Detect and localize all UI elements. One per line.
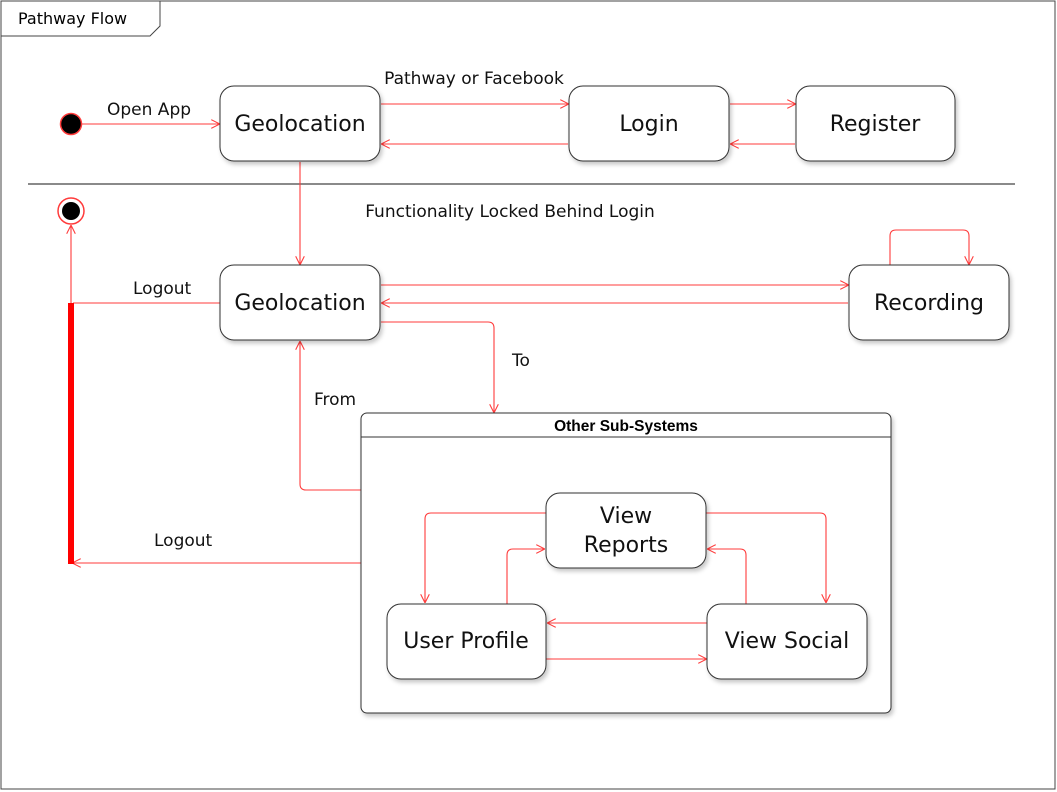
- edge-reports-to-profile: [425, 512, 546, 602]
- state-label-line1: View: [600, 504, 652, 529]
- state-label: Geolocation: [234, 112, 365, 137]
- locked-label: Functionality Locked Behind Login: [365, 202, 655, 222]
- edge-recording-self: [889, 229, 969, 265]
- state-geolocation-top[interactable]: Geolocation: [219, 85, 381, 162]
- state-label: Login: [619, 112, 678, 137]
- edge-to-subsystems: [381, 321, 494, 412]
- state-label-line2: Reports: [584, 533, 668, 558]
- logout-bottom-label: Logout: [154, 531, 213, 551]
- state-register[interactable]: Register: [795, 85, 956, 162]
- from-label: From: [314, 390, 356, 410]
- state-label: View Social: [725, 629, 849, 654]
- state-geolocation-main[interactable]: Geolocation: [219, 264, 381, 341]
- to-label: To: [511, 351, 530, 371]
- state-label: Geolocation: [234, 291, 365, 316]
- state-label: User Profile: [403, 629, 529, 654]
- logout-label: Logout: [133, 279, 192, 299]
- pathway-label: Pathway or Facebook: [384, 69, 564, 89]
- initial-state: [59, 112, 83, 136]
- subsystems-title: Other Sub-Systems: [554, 418, 698, 435]
- edge-social-to-reports: [708, 549, 747, 604]
- state-login[interactable]: Login: [568, 85, 730, 162]
- state-label: Recording: [874, 291, 984, 316]
- open-app-label: Open App: [107, 100, 191, 120]
- state-view-reports[interactable]: View Reports: [545, 492, 707, 569]
- frame-title: Pathway Flow: [18, 9, 127, 28]
- edge-from-subsystems: [300, 342, 361, 491]
- state-label: Register: [830, 112, 922, 137]
- state-user-profile[interactable]: User Profile: [386, 603, 547, 680]
- state-recording[interactable]: Recording: [848, 264, 1010, 341]
- edge-profile-to-reports: [506, 549, 544, 604]
- edge-reports-to-social: [706, 512, 826, 602]
- state-view-social[interactable]: View Social: [706, 603, 868, 680]
- frame-tab: [1, 1, 161, 37]
- final-state-core: [62, 202, 80, 220]
